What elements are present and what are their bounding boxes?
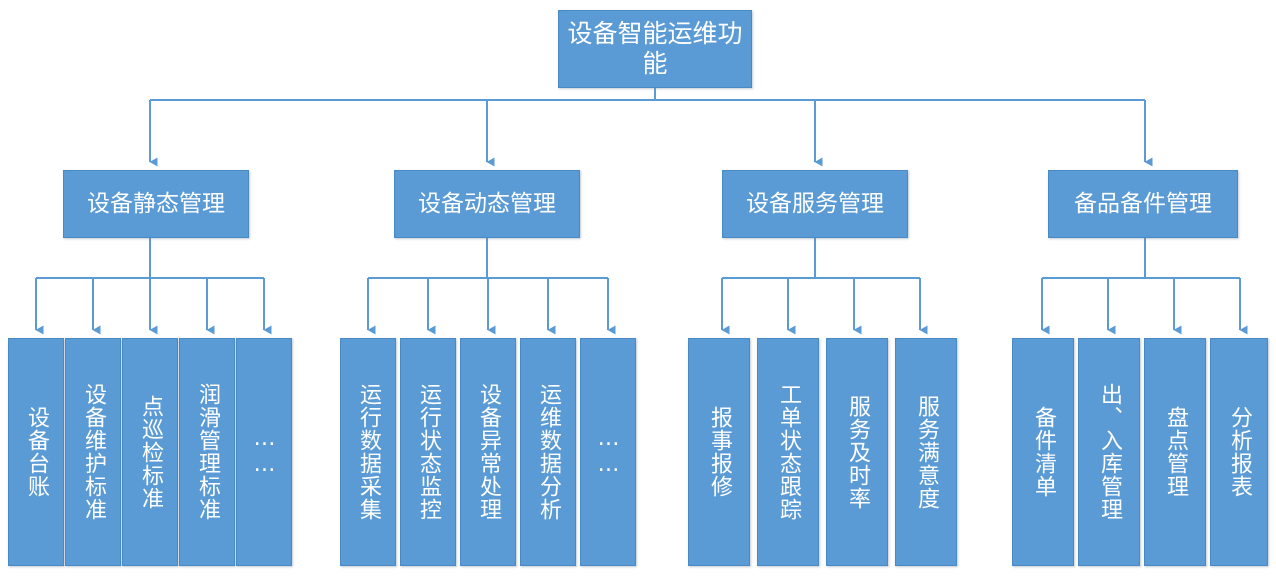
leaf-node-4-1-label: 备件清单 [1031, 406, 1056, 498]
leaf-node-2-5-ellipsis[interactable]: …… [580, 338, 636, 566]
leaf-node-1-2[interactable]: 设备维护标准 [65, 338, 121, 566]
branch-node-3[interactable]: 设备服务管理 [722, 170, 908, 238]
leaf-node-1-4-label: 润滑管理标准 [195, 383, 220, 521]
leaf-node-1-2-label: 设备维护标准 [81, 383, 106, 521]
leaf-node-1-4[interactable]: 润滑管理标准 [179, 338, 235, 566]
branch-node-4-label: 备品备件管理 [1074, 190, 1212, 217]
leaf-node-4-2[interactable]: 出、入库管理 [1078, 338, 1140, 566]
leaf-node-1-5-label: …… [252, 426, 277, 478]
leaf-node-4-2-label: 出、入库管理 [1097, 383, 1122, 521]
branch-node-2-label: 设备动态管理 [418, 190, 556, 217]
leaf-node-3-1-label: 报事报修 [707, 406, 732, 498]
leaf-node-3-4-label: 服务满意度 [914, 394, 939, 510]
leaf-node-4-4[interactable]: 分析报表 [1210, 338, 1268, 566]
leaf-node-4-3-label: 盘点管理 [1163, 406, 1188, 498]
leaf-node-1-5-ellipsis[interactable]: …… [236, 338, 292, 566]
leaf-node-2-4-label: 运维数据分析 [536, 383, 561, 521]
leaf-node-2-3[interactable]: 设备异常处理 [460, 338, 516, 566]
leaf-node-2-2[interactable]: 运行状态监控 [400, 338, 456, 566]
leaf-node-2-4[interactable]: 运维数据分析 [520, 338, 576, 566]
leaf-node-2-3-label: 设备异常处理 [476, 383, 501, 521]
leaf-node-3-2-label: 工单状态跟踪 [776, 383, 801, 521]
leaf-node-2-5-label: …… [596, 426, 621, 478]
root-node-label: 设备智能运维功能 [567, 19, 743, 78]
leaf-node-1-1-label: 设备台账 [24, 406, 49, 498]
leaf-node-1-3-label: 点巡检标准 [138, 394, 163, 510]
branch-node-4[interactable]: 备品备件管理 [1048, 170, 1238, 238]
leaf-node-3-3[interactable]: 服务及时率 [826, 338, 888, 566]
leaf-node-4-4-label: 分析报表 [1227, 406, 1252, 498]
leaf-node-2-1[interactable]: 运行数据采集 [340, 338, 396, 566]
leaf-node-2-2-label: 运行状态监控 [416, 383, 441, 521]
leaf-node-4-3[interactable]: 盘点管理 [1144, 338, 1206, 566]
root-node[interactable]: 设备智能运维功能 [558, 10, 752, 88]
leaf-node-3-3-label: 服务及时率 [845, 394, 870, 510]
leaf-node-4-1[interactable]: 备件清单 [1012, 338, 1074, 566]
branch-node-1-label: 设备静态管理 [87, 190, 225, 217]
branch-node-2[interactable]: 设备动态管理 [394, 170, 580, 238]
branch-node-1[interactable]: 设备静态管理 [63, 170, 249, 238]
leaf-node-1-1[interactable]: 设备台账 [8, 338, 64, 566]
leaf-node-3-4[interactable]: 服务满意度 [895, 338, 957, 566]
leaf-node-3-1[interactable]: 报事报修 [688, 338, 750, 566]
leaf-node-2-1-label: 运行数据采集 [356, 383, 381, 521]
leaf-node-3-2[interactable]: 工单状态跟踪 [757, 338, 819, 566]
leaf-node-1-3[interactable]: 点巡检标准 [122, 338, 178, 566]
branch-node-3-label: 设备服务管理 [746, 190, 884, 217]
